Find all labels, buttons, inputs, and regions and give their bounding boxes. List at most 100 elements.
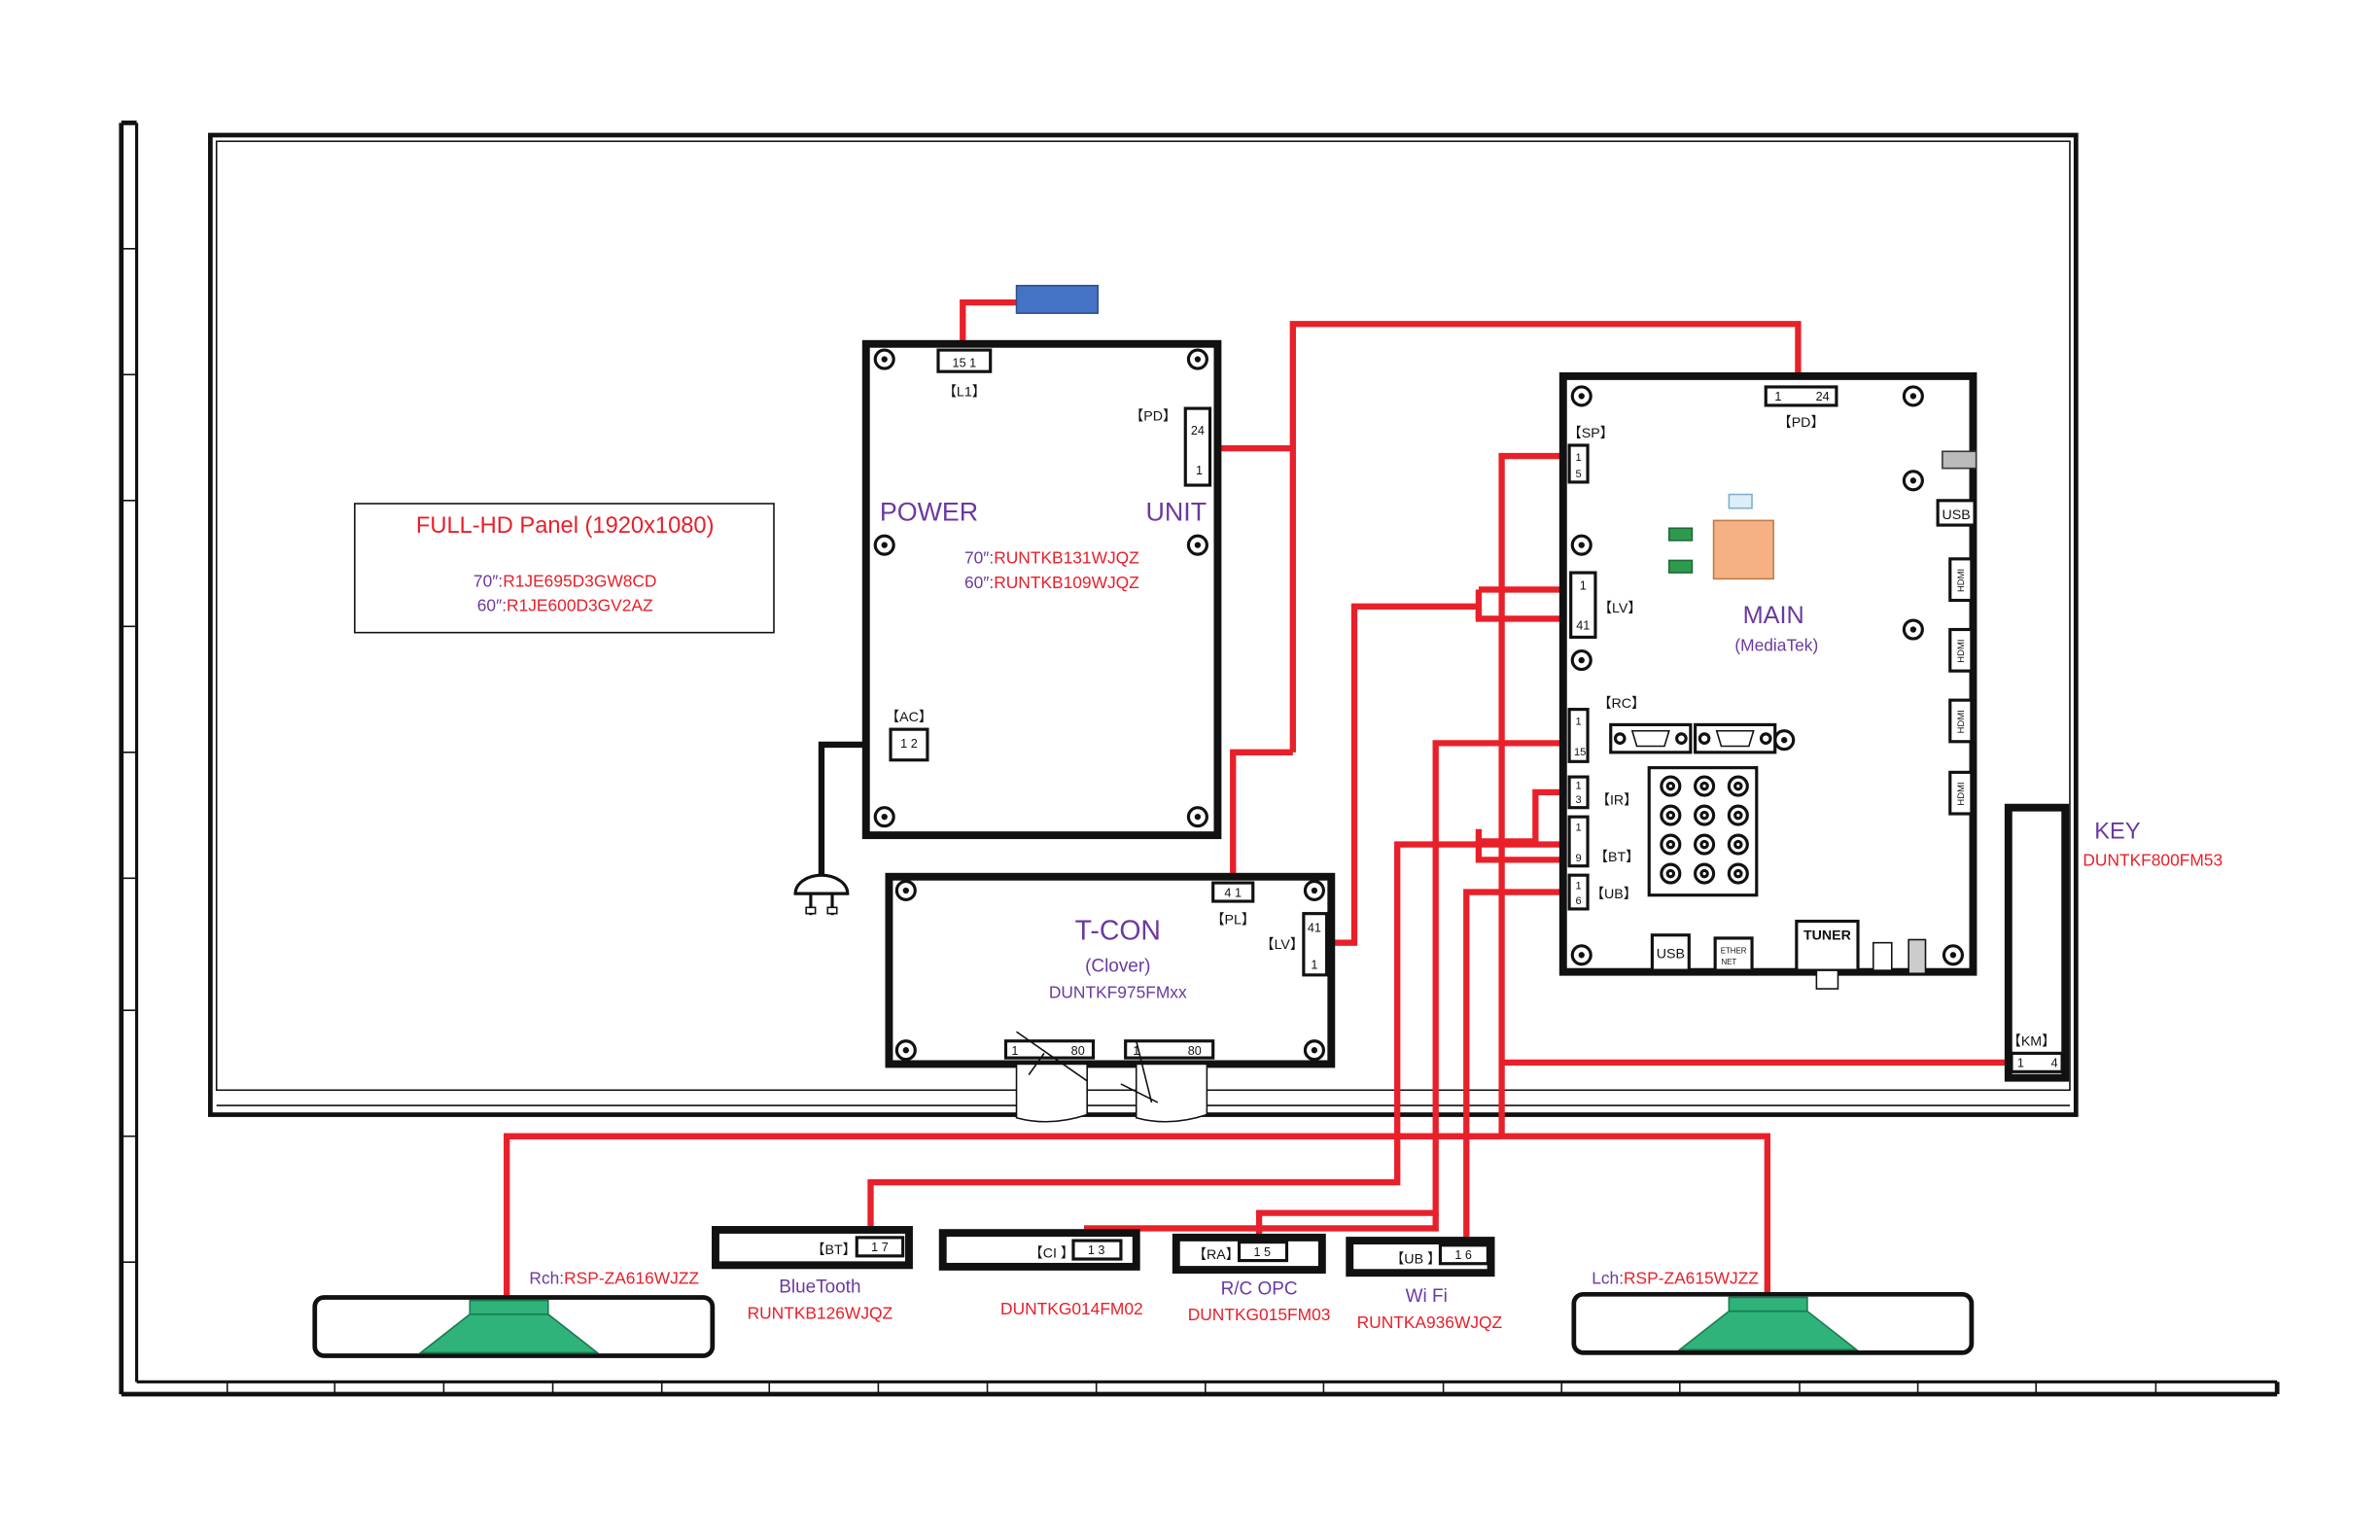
ra-module-pins: 1 5 [1253, 1245, 1271, 1259]
power-name-left: POWER [880, 497, 978, 526]
rc-opc-module: 【RA】 1 5 R/C OPC DUNTKG015FM03 [1172, 1233, 1330, 1324]
main-ir-pin-bottom: 3 [1575, 794, 1581, 806]
main-usb-side: USB [1942, 508, 1970, 523]
tcon-sub: (Clover) [1085, 957, 1150, 977]
ci-conn-label: 【CI 】 [1030, 1244, 1075, 1261]
ra-module-name: R/C OPC [1221, 1278, 1298, 1299]
power-name-right: UNIT [1145, 497, 1207, 526]
power-pd-label: 【PD】 [1130, 408, 1176, 425]
main-hdmi-4: HDMI [1956, 782, 1967, 805]
speaker-icon [1728, 1296, 1808, 1312]
speaker-l-part: RSP-ZA615WJZZ [1624, 1268, 1759, 1287]
jack-icon [1942, 450, 1978, 470]
key-board: 【KM】 1 4 [2004, 803, 2070, 1082]
bt-module-name: BlueTooth [779, 1278, 860, 1298]
mounting-hole-icon [894, 879, 1325, 1062]
key-name: KEY [2094, 819, 2141, 844]
panel-60-part: R1JE600D3GV2AZ [507, 596, 653, 615]
speaker-right [312, 1295, 716, 1358]
main-ethernet-1: ETHER [1721, 947, 1747, 956]
power-60-part: RUNTKB109WJQZ [994, 573, 1139, 592]
speaker-r-prefix: Rch: [529, 1268, 564, 1287]
tuner-jack-icon [1815, 969, 1839, 990]
rca-jack-icon [1647, 766, 1759, 897]
ci-module-part: DUNTKG014FM02 [1000, 1299, 1143, 1318]
power-70-part: RUNTKB131WJQZ [994, 548, 1139, 568]
tcon-pl-label: 【PL】 [1210, 912, 1255, 928]
tcon-fpc1-right: 80 [1071, 1044, 1085, 1058]
key-km-pin-left: 1 [2017, 1057, 2024, 1070]
bluetooth-module: 【BT】 1 7 BlueTooth RUNTKB126WJQZ [712, 1226, 913, 1323]
main-ub-label: 【UB】 [1591, 886, 1637, 902]
tcon-fpc2-right: 80 [1188, 1044, 1202, 1058]
chip-icon [1667, 559, 1694, 574]
key-km-label: 【KM】 [2008, 1032, 2056, 1049]
svg-text:60″:RUNTKB109WJQZ: 60″:RUNTKB109WJQZ [964, 573, 1139, 592]
tcon-part: DUNTKF975FMxx [1049, 983, 1187, 1002]
mounting-hole-icon [873, 348, 1208, 828]
main-lv-label: 【LV】 [1598, 600, 1642, 616]
main-bt-pin-top: 1 [1575, 822, 1581, 833]
ub-module-part: RUNTKA936WJQZ [1357, 1312, 1503, 1332]
power-pd-pin-top: 24 [1191, 424, 1205, 438]
tcon-fpc1-left: 1 [1011, 1044, 1018, 1058]
main-pd-pin-left: 1 [1774, 390, 1781, 403]
bt-module-pins: 1 7 [871, 1241, 889, 1254]
svg-text:Rch:RSP-ZA616WJZZ: Rch:RSP-ZA616WJZZ [529, 1268, 699, 1287]
power-60-prefix: 60″: [964, 573, 994, 592]
jack-icon [1872, 941, 1893, 971]
l1-cable-block [1015, 284, 1100, 314]
main-sub: (MediaTek) [1734, 636, 1818, 655]
power-ac-label: 【AC】 [886, 709, 932, 725]
tcon-lv-pin-bottom: 1 [1311, 959, 1317, 972]
main-pd-label: 【PD】 [1778, 414, 1825, 431]
jack-icon [1908, 938, 1927, 975]
main-hdmi-3: HDMI [1956, 710, 1967, 733]
speaker-icon [469, 1299, 549, 1315]
main-sp-pin-top: 1 [1575, 452, 1581, 464]
speaker-l-prefix: Lch: [1592, 1268, 1624, 1287]
main-hdmi-1: HDMI [1956, 569, 1967, 592]
power-70-prefix: 70″: [964, 548, 994, 568]
panel-label-box: FULL-HD Panel (1920x1080) 70″:R1JE695D3G… [354, 503, 775, 634]
panel-60-prefix: 60″: [477, 596, 507, 615]
svg-text:70″:RUNTKB131WJQZ: 70″:RUNTKB131WJQZ [964, 548, 1139, 568]
main-lv-pin-top: 1 [1580, 578, 1587, 592]
hdmi-port-icon [1948, 557, 1976, 816]
power-unit-board: 15 1 【L1】 24 1 【PD】 POWER UNIT 70″:RUNTK… [861, 339, 1222, 840]
main-hdmi-2: HDMI [1956, 640, 1967, 663]
tcon-lv-label: 【LV】 [1260, 936, 1304, 953]
chip-icon [1667, 527, 1694, 542]
main-sp-pin-bottom: 5 [1575, 469, 1581, 480]
panel-70-prefix: 70″: [473, 571, 503, 590]
main-name: MAIN [1743, 602, 1804, 629]
dsub-port-icon [1609, 722, 1777, 754]
bt-module-part: RUNTKB126WJQZ [748, 1304, 893, 1323]
ub-module-pins: 1 6 [1454, 1248, 1472, 1262]
main-bt-label: 【BT】 [1594, 849, 1640, 865]
main-sp-label: 【SP】 [1568, 425, 1614, 441]
tcon-lv-pin-top: 41 [1308, 922, 1321, 935]
main-board: 1 24 【PD】 【SP】 1 5 1 41 【LV】 【RC】 1 15 1… [1558, 371, 1978, 990]
power-l1-label: 【L1】 [943, 383, 986, 400]
main-ir-pin-top: 1 [1575, 781, 1581, 792]
ra-conn-label: 【RA】 [1193, 1246, 1240, 1263]
svg-text:70″:R1JE695D3GW8CD: 70″:R1JE695D3GW8CD [473, 571, 657, 590]
ci-module-pins: 1 3 [1088, 1243, 1105, 1257]
chip-icon [1728, 493, 1753, 509]
main-ub-pin-top: 1 [1575, 880, 1581, 892]
main-bt-pin-bottom: 9 [1575, 853, 1581, 864]
main-ir-label: 【IR】 [1596, 792, 1638, 809]
main-ub-pin-bottom: 6 [1575, 895, 1581, 907]
main-pd-pin-right: 24 [1816, 390, 1830, 403]
ci-module: 【CI 】 1 3 DUNTKG014FM02 [938, 1229, 1143, 1318]
tcon-fpc2-left: 1 [1133, 1044, 1139, 1058]
speaker-left [1571, 1291, 1975, 1355]
main-usb-bottom: USB [1657, 946, 1685, 962]
ffc-cables [1015, 1031, 1208, 1123]
key-km-pin-right: 4 [2051, 1057, 2058, 1070]
panel-title: FULL-HD Panel (1920x1080) [416, 513, 715, 539]
bt-conn-label: 【BT】 [811, 1242, 857, 1258]
ub-conn-label: 【UB 】 [1390, 1251, 1441, 1268]
